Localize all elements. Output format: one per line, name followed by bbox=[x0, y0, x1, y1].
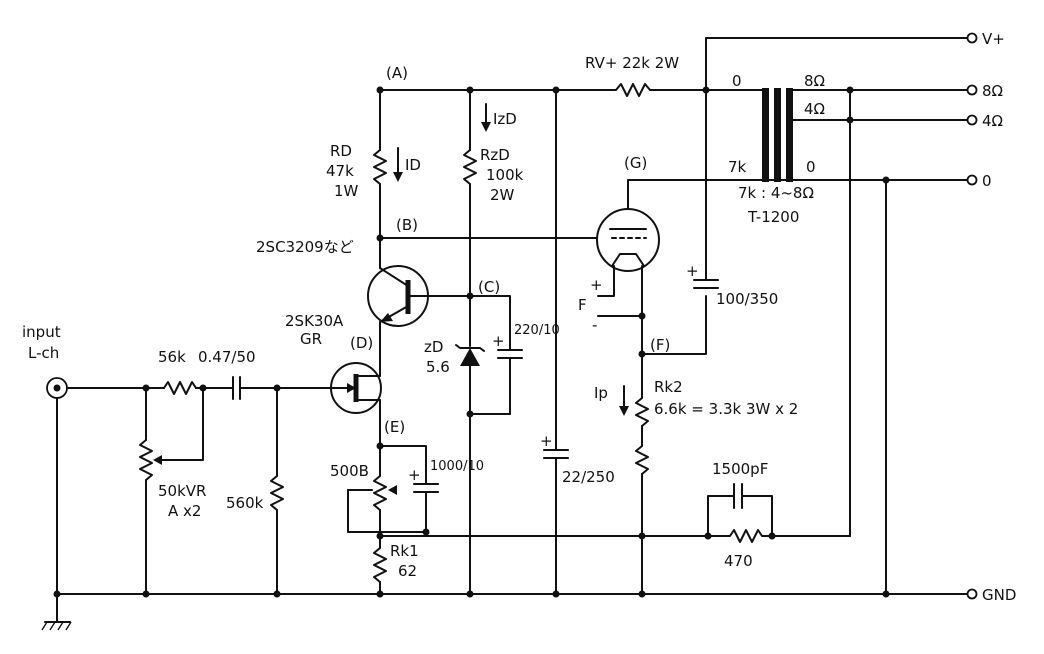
tp7k-label: 7k bbox=[728, 158, 747, 176]
ip-label: Ip bbox=[594, 384, 608, 402]
resistor-rd-icon bbox=[373, 149, 387, 185]
rd-label-3: 1W bbox=[334, 182, 359, 200]
vr-label-2: A x2 bbox=[168, 502, 201, 520]
zd-label-1: zD bbox=[424, 338, 443, 356]
resistor-56k-icon bbox=[163, 381, 197, 395]
fil-f: F bbox=[578, 296, 587, 314]
rv-label: RV+ 22k 2W bbox=[585, 54, 679, 72]
vplus-wire bbox=[705, 37, 969, 91]
node-d-label: (D) bbox=[350, 334, 373, 352]
gnd-terminal[interactable] bbox=[966, 588, 978, 600]
zener-diode-icon bbox=[455, 344, 485, 366]
rzd-label-1: RzD bbox=[480, 146, 510, 164]
rk2-label-2: 6.6k = 3.3k 3W x 2 bbox=[654, 400, 798, 418]
node-f-label: (F) bbox=[650, 336, 670, 354]
jfet-2sk30a-icon bbox=[330, 362, 382, 414]
node-a-label: (A) bbox=[386, 64, 408, 82]
pot-500b-label: 500B bbox=[330, 462, 369, 480]
c100-label: 100/350 bbox=[716, 290, 778, 308]
capacitor-1000-icon bbox=[413, 483, 439, 493]
r470-label: 470 bbox=[724, 552, 753, 570]
resistor-560k-icon bbox=[270, 475, 284, 511]
tratio-label: 7k : 4~8Ω bbox=[738, 184, 814, 202]
node-c-label: (C) bbox=[478, 278, 500, 296]
vacuum-tube-icon bbox=[596, 208, 660, 272]
resistor-470-icon bbox=[707, 529, 851, 543]
out-0-terminal[interactable] bbox=[966, 174, 978, 186]
rk1-label-2: 62 bbox=[398, 562, 417, 580]
zd-label-2: 5.6 bbox=[426, 358, 450, 376]
volume-pot-icon[interactable] bbox=[139, 439, 153, 481]
chassis-ground-icon bbox=[41, 593, 72, 631]
resistor-rk1-icon bbox=[373, 547, 387, 583]
capacitor-100-350-icon bbox=[693, 279, 719, 289]
tname-label: T-1200 bbox=[747, 208, 799, 226]
ts0-label: 0 bbox=[806, 158, 816, 176]
vr-label-1: 50kVR bbox=[158, 482, 206, 500]
ts4-label: 4Ω bbox=[804, 100, 825, 118]
out-vplus-label: V+ bbox=[982, 30, 1005, 48]
out-0-label: 0 bbox=[982, 172, 992, 190]
c1000-label: 1000/10 bbox=[430, 459, 484, 474]
capacitor-22-250-icon bbox=[543, 449, 569, 459]
input-label: input bbox=[22, 323, 61, 341]
izd-label: IzD bbox=[493, 110, 517, 128]
r56k-label: 56k bbox=[158, 348, 186, 366]
rzd-label-2: 100k bbox=[486, 166, 524, 184]
rk2-label-1: Rk2 bbox=[654, 378, 683, 396]
vplus-terminal[interactable] bbox=[966, 32, 978, 44]
rd-label-2: 47k bbox=[326, 162, 354, 180]
c1500-label: 1500pF bbox=[712, 460, 768, 478]
resistor-rk2b-icon bbox=[635, 445, 649, 475]
capacitor-1500pf-icon bbox=[733, 483, 743, 509]
c1000-plus: + bbox=[408, 466, 421, 484]
c22-label: 22/250 bbox=[562, 468, 615, 486]
c220-plus: + bbox=[492, 332, 505, 350]
bjt-label: 2SC3209など bbox=[256, 238, 354, 256]
out-8-label: 8Ω bbox=[982, 82, 1003, 100]
out-4ohm-terminal[interactable] bbox=[966, 114, 978, 126]
resistor-rk2a-icon bbox=[635, 397, 649, 427]
fil-minus: - bbox=[592, 316, 597, 334]
pot-500b-icon[interactable] bbox=[373, 475, 387, 511]
out-gnd-label: GND bbox=[982, 586, 1016, 604]
capacitor-220-icon bbox=[497, 349, 523, 359]
rd-label-1: RD bbox=[330, 142, 352, 160]
jfet-label-2: GR bbox=[300, 330, 322, 348]
c22-plus: + bbox=[540, 432, 553, 450]
id-label: ID bbox=[405, 156, 421, 174]
rzd-label-3: 2W bbox=[490, 186, 515, 204]
node-g-label: (G) bbox=[624, 154, 647, 172]
resistor-rzd-icon bbox=[463, 149, 477, 185]
c220-label: 220/10 bbox=[514, 323, 560, 338]
plate-wire bbox=[627, 179, 887, 210]
r560k-label: 560k bbox=[226, 494, 264, 512]
c100-plus: + bbox=[686, 262, 699, 280]
lch-label: L-ch bbox=[28, 344, 59, 362]
fil-plus: + bbox=[590, 276, 603, 294]
junction-dots bbox=[53, 86, 890, 598]
rk1-label-1: Rk1 bbox=[390, 542, 419, 560]
out-8ohm-terminal[interactable] bbox=[966, 84, 978, 96]
ts8-label: 8Ω bbox=[804, 72, 825, 90]
resistor-rv-icon bbox=[615, 83, 651, 97]
capacitor-047-icon bbox=[223, 376, 250, 400]
node-e-label: (E) bbox=[384, 418, 405, 436]
jfet-label-1: 2SK30A bbox=[285, 312, 344, 330]
out-4-label: 4Ω bbox=[982, 112, 1003, 130]
input-jack-icon[interactable] bbox=[46, 377, 68, 399]
node-b-label: (B) bbox=[396, 216, 418, 234]
tp0-label: 0 bbox=[732, 72, 742, 90]
output-transformer-icon bbox=[762, 88, 793, 182]
bjt-2sc3209-icon bbox=[367, 265, 471, 327]
c047-label: 0.47/50 bbox=[198, 348, 256, 366]
